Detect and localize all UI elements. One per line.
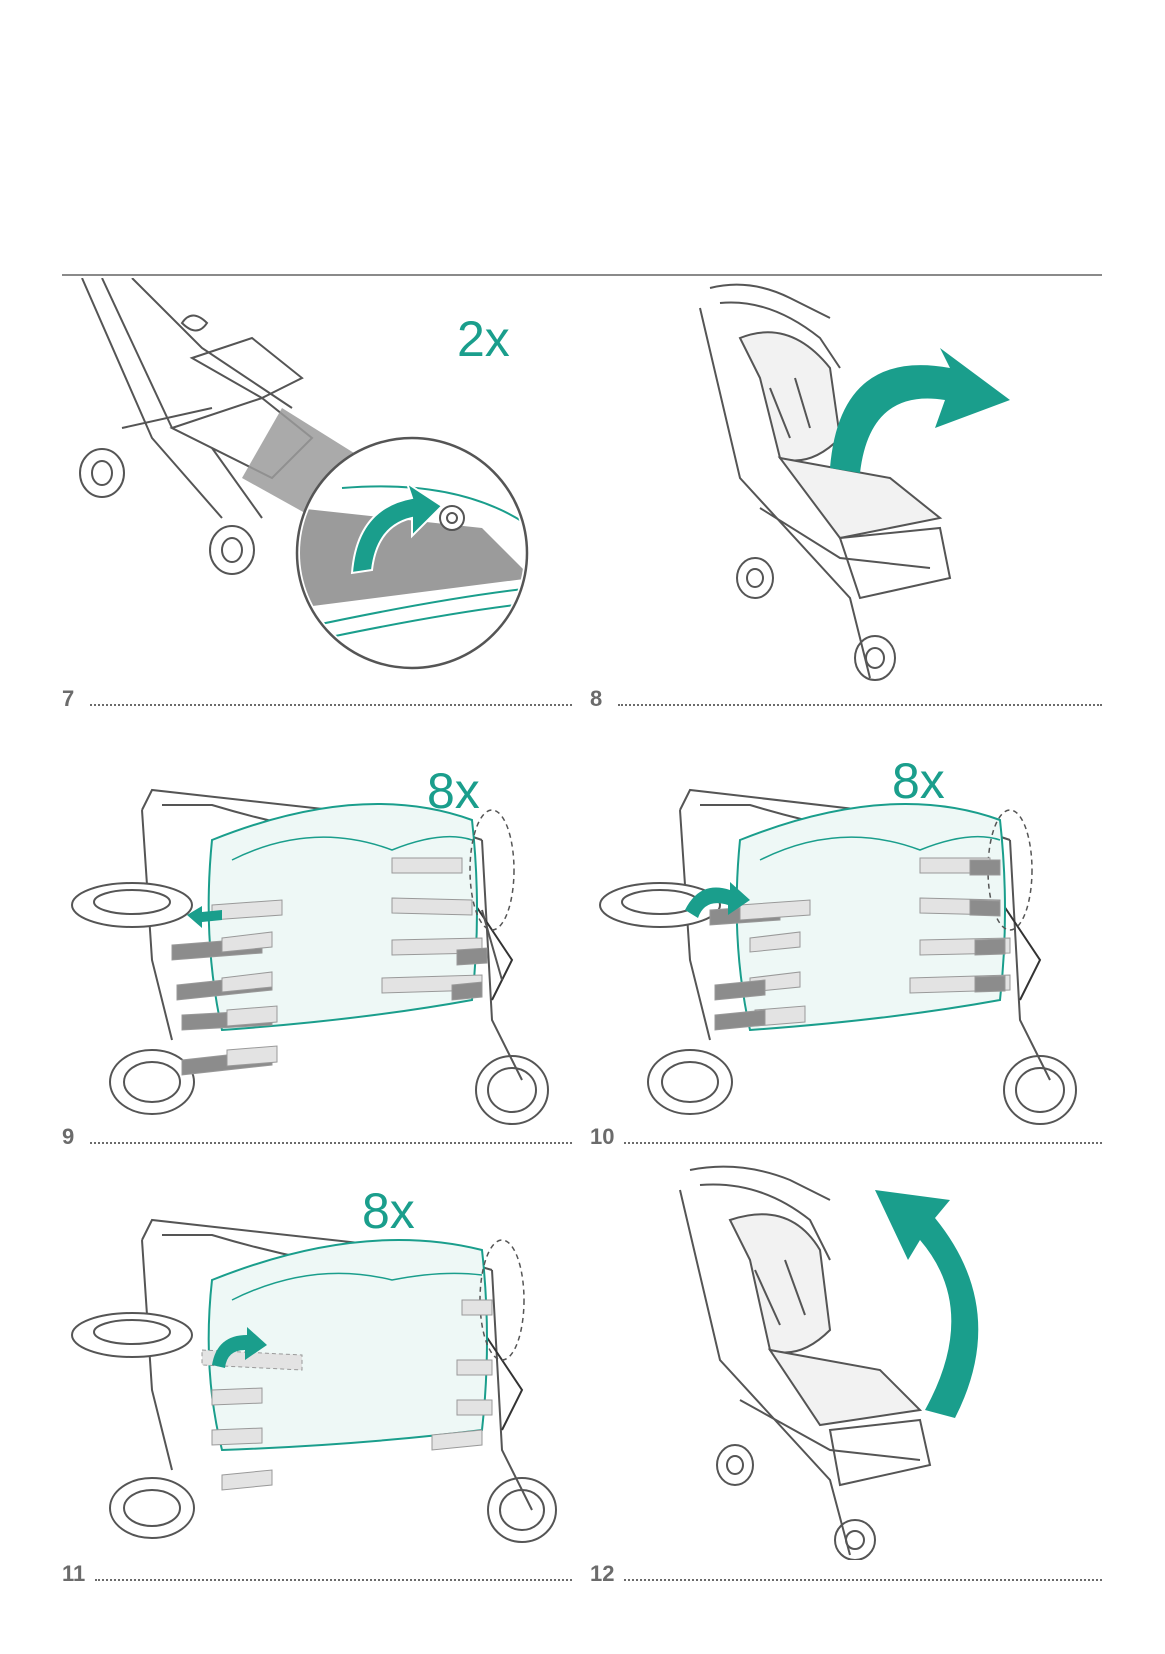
- cover-straps-wrap-icon: [599, 788, 1077, 1125]
- step-7-panel: 2x: [62, 278, 582, 688]
- stroller-unfold-arrow-icon: [679, 1165, 979, 1560]
- cover-straps-icon: [71, 788, 549, 1125]
- step-10-multiplier: 8x: [892, 753, 945, 809]
- step-8-dotted-rule: [618, 704, 1102, 706]
- step-12-number: 12: [590, 1561, 615, 1586]
- step-7-number: 7: [62, 686, 75, 711]
- header-rule: [62, 274, 1102, 276]
- step-9-label-row: 9: [62, 1118, 572, 1148]
- step-12-panel: [590, 1160, 1100, 1560]
- step-9-number: 9: [62, 1124, 75, 1149]
- step-10-label-row: 10: [590, 1118, 1102, 1148]
- step-11-multiplier: 8x: [362, 1183, 415, 1239]
- step-8-panel: [590, 278, 1100, 688]
- step-9-dotted-rule: [90, 1142, 572, 1144]
- step-10-number: 10: [590, 1124, 615, 1149]
- step-11-dotted-rule: [95, 1579, 572, 1581]
- step-10-dotted-rule: [624, 1142, 1102, 1144]
- step-8-number: 8: [590, 686, 603, 711]
- cover-straps-remove-icon: [71, 1218, 557, 1543]
- step-7-label-row: 7: [62, 680, 572, 710]
- step-12-dotted-rule: [624, 1579, 1102, 1581]
- step-9-multiplier: 8x: [427, 763, 480, 819]
- step-9-panel: 8x: [62, 760, 582, 1130]
- step-11-label-row: 11: [62, 1555, 572, 1585]
- stroller-detail-zoom-icon: [79, 278, 529, 670]
- step-7-multiplier: 2x: [457, 311, 510, 367]
- stroller-fold-arrow-icon: [699, 283, 1010, 681]
- step-11-panel: 8x: [62, 1186, 582, 1555]
- step-8-label-row: 8: [590, 680, 1102, 710]
- step-11-number: 11: [62, 1561, 86, 1586]
- step-10-panel: 8x: [590, 756, 1100, 1130]
- step-12-label-row: 12: [590, 1555, 1102, 1585]
- step-7-dotted-rule: [90, 704, 572, 706]
